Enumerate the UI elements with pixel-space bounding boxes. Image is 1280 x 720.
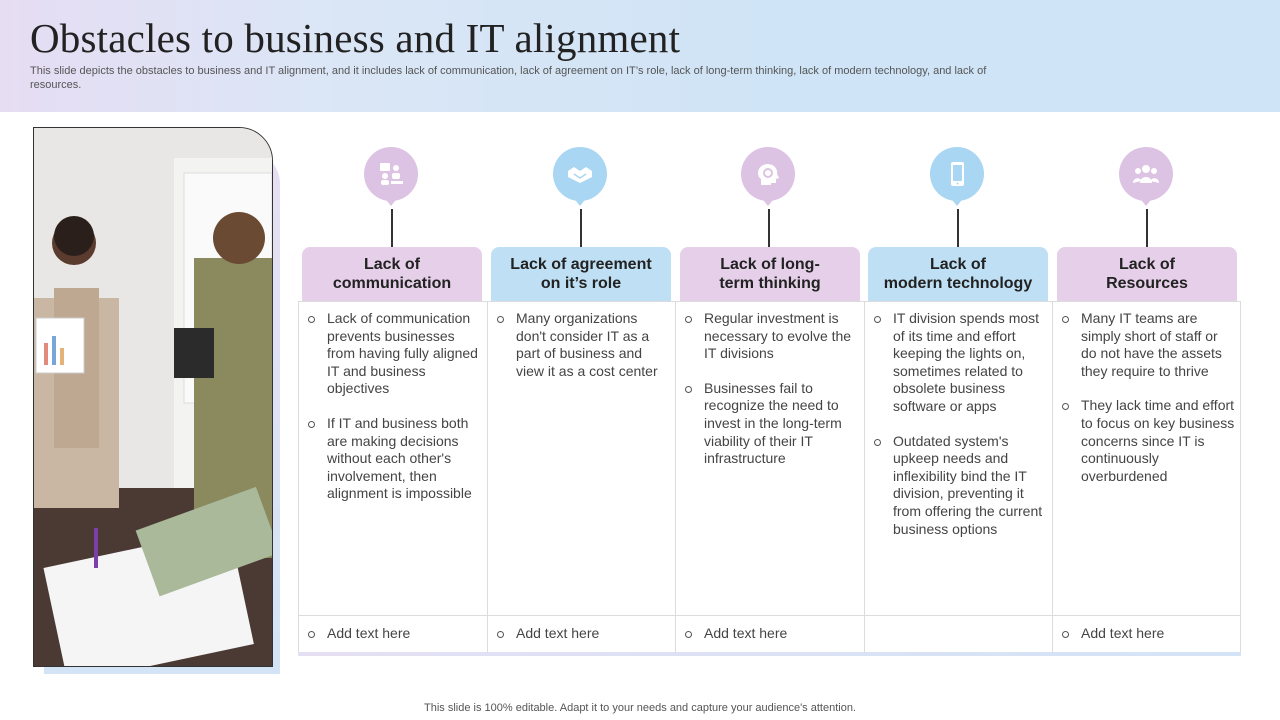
cell-communication: Lack of communication prevents businesse… — [307, 310, 483, 520]
people-group-icon — [1119, 147, 1173, 201]
list-item: They lack time and effort to focus on ke… — [1061, 397, 1235, 485]
header-band — [0, 0, 1280, 112]
obstacles-table — [298, 301, 1241, 653]
footer-note: This slide is 100% editable. Adapt it to… — [424, 702, 856, 714]
add-text-communication[interactable]: Add text here — [307, 625, 410, 641]
list-item: Many organizations don't consider IT as … — [496, 310, 670, 380]
list-item: Outdated system's upkeep needs and infle… — [873, 433, 1045, 539]
heading-long-term: Lack of long-term thinking — [680, 247, 860, 301]
handshake-icon — [553, 147, 607, 201]
team-meeting-icon — [364, 147, 418, 201]
table-shadow — [298, 652, 1241, 656]
cell-agreement: Many organizations don't consider IT as … — [496, 310, 670, 397]
pin-communication — [364, 147, 420, 247]
table-divider — [298, 615, 1241, 616]
pin-agreement — [553, 147, 609, 247]
cell-modern-technology: IT division spends most of its time and … — [873, 310, 1045, 555]
pin-long-term — [741, 147, 797, 247]
add-text-long-term[interactable]: Add text here — [684, 625, 787, 641]
cell-resources: Many IT teams are simply short of staff … — [1061, 310, 1235, 502]
list-item: If IT and business both are making decis… — [307, 415, 483, 503]
pin-modern-technology — [930, 147, 986, 247]
list-item: Regular investment is necessary to evolv… — [684, 310, 858, 363]
add-text-resources[interactable]: Add text here — [1061, 625, 1164, 641]
add-text-agreement[interactable]: Add text here — [496, 625, 599, 641]
smartphone-icon — [930, 147, 984, 201]
pin-resources — [1119, 147, 1175, 247]
head-gear-icon — [741, 147, 795, 201]
list-item: Lack of communication prevents businesse… — [307, 310, 483, 398]
cell-long-term: Regular investment is necessary to evolv… — [684, 310, 858, 485]
list-item: Businesses fail to recognize the need to… — [684, 380, 858, 468]
page-title: Obstacles to business and IT alignment — [30, 15, 681, 61]
page-subtitle: This slide depicts the obstacles to busi… — [30, 65, 987, 91]
list-item: Many IT teams are simply short of staff … — [1061, 310, 1235, 380]
list-item: IT division spends most of its time and … — [873, 310, 1045, 416]
meeting-photo — [33, 127, 273, 667]
